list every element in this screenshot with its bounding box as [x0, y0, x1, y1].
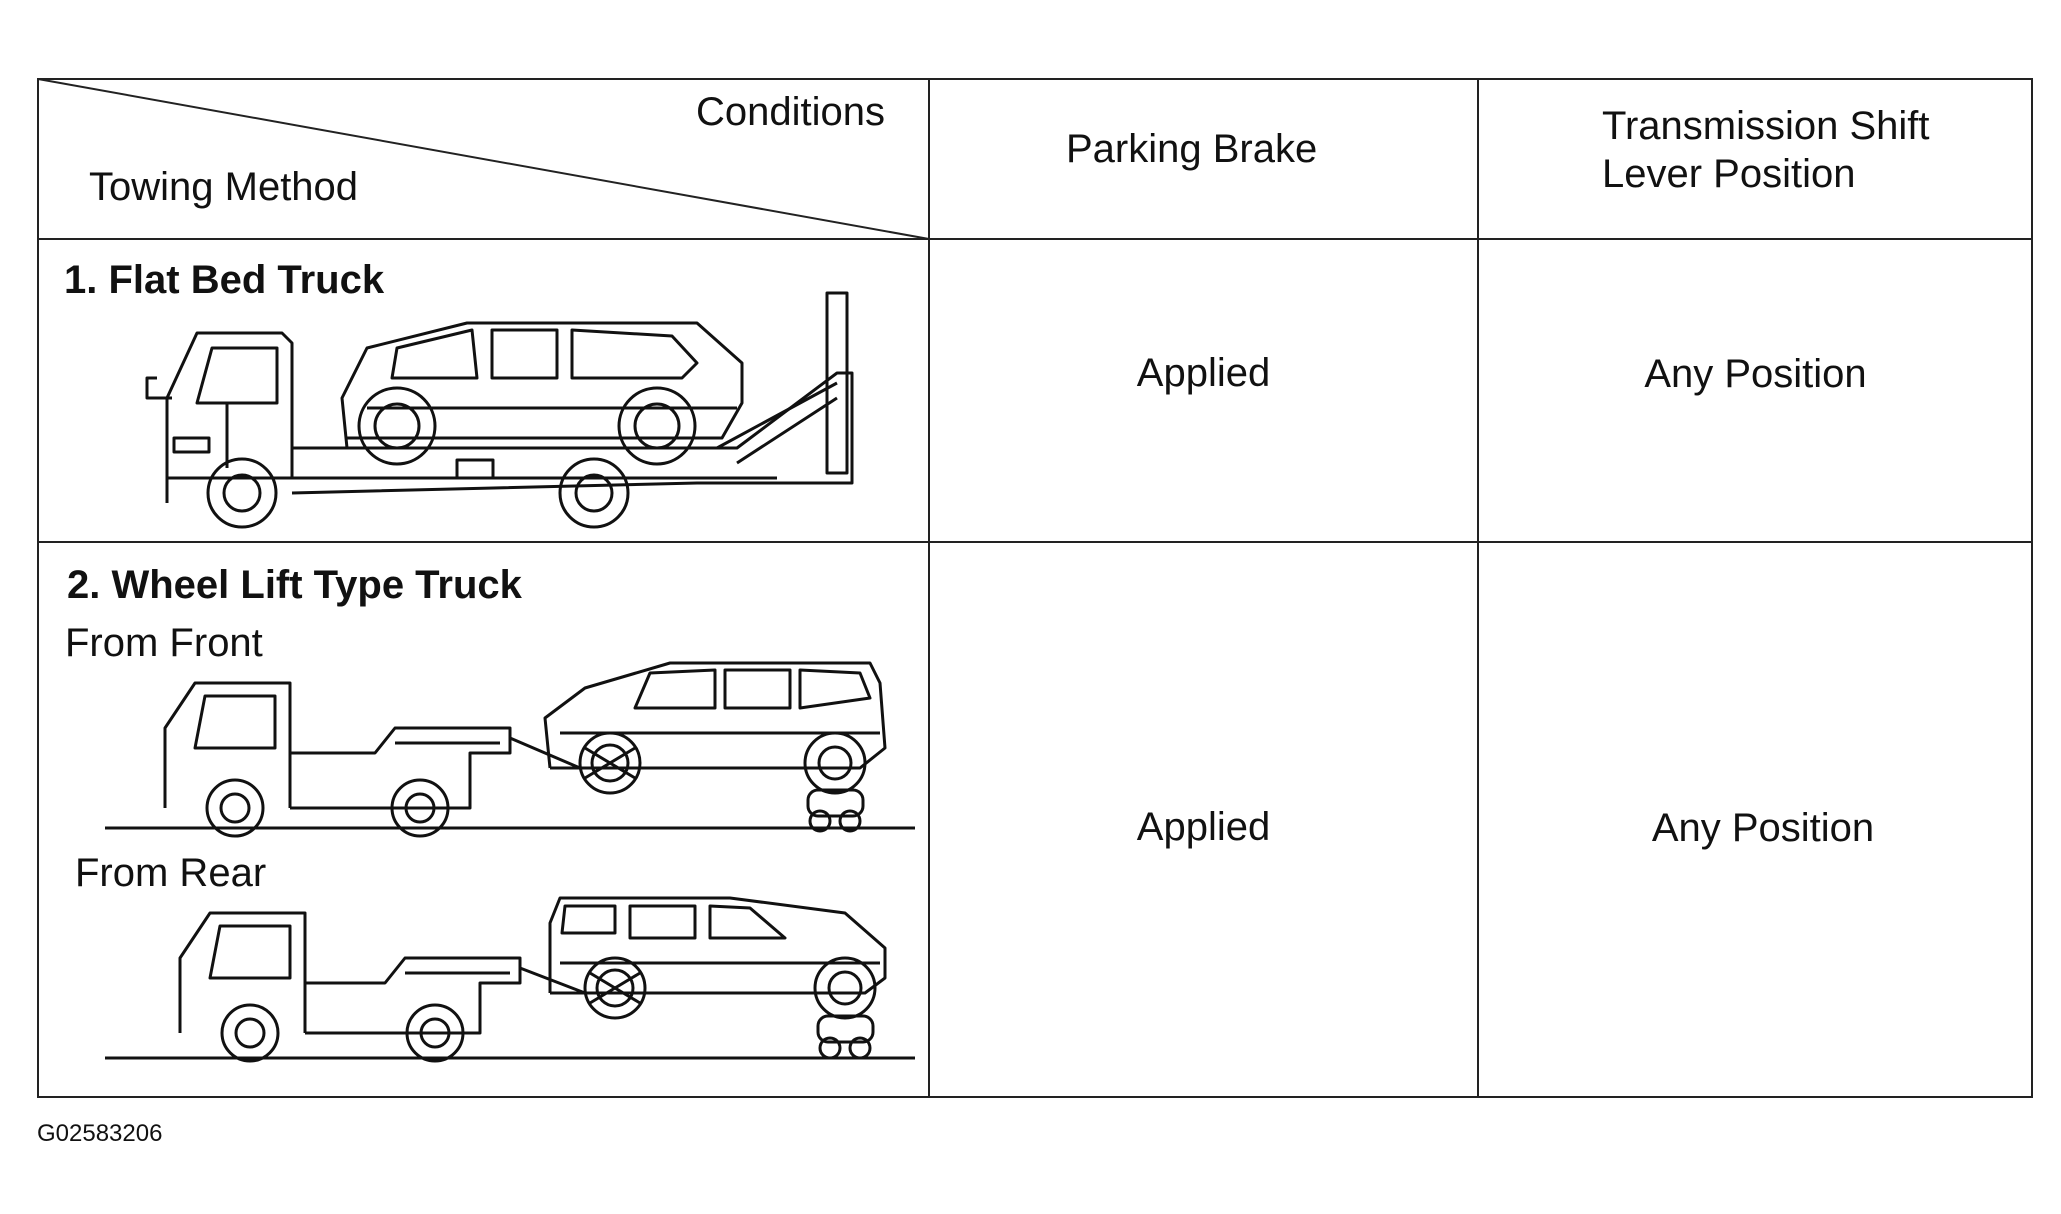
header-diagonal-line	[37, 78, 930, 240]
header-conditions: Conditions	[696, 90, 886, 134]
row2-sub-label-front: From Front	[65, 621, 263, 665]
header-shift-line1: Transmission Shift	[1602, 104, 1930, 148]
row2-parking-brake: Applied	[1136, 805, 1271, 849]
table-grid	[37, 78, 2033, 1098]
row2-method-label: 2. Wheel Lift Type Truck	[67, 563, 522, 607]
row1-shift-position: Any Position	[1644, 352, 1867, 396]
header-shift-line2: Lever Position	[1602, 152, 1856, 196]
header-parking-brake: Parking Brake	[1066, 127, 1318, 171]
wheel-lift-front-icon	[70, 638, 920, 838]
header-towing-method: Towing Method	[89, 165, 359, 209]
wheel-lift-rear-icon	[70, 868, 920, 1068]
row1-method-label: 1. Flat Bed Truck	[64, 258, 385, 302]
row2-shift-position: Any Position	[1651, 806, 1875, 850]
row1-parking-brake: Applied	[1136, 351, 1271, 395]
flat-bed-truck-icon	[137, 288, 857, 528]
row2-sub-label-rear: From Rear	[75, 851, 267, 895]
towing-table: Conditions Towing Method Parking Brake T…	[37, 78, 2033, 1098]
figure-code: G02583206	[37, 1120, 163, 1147]
